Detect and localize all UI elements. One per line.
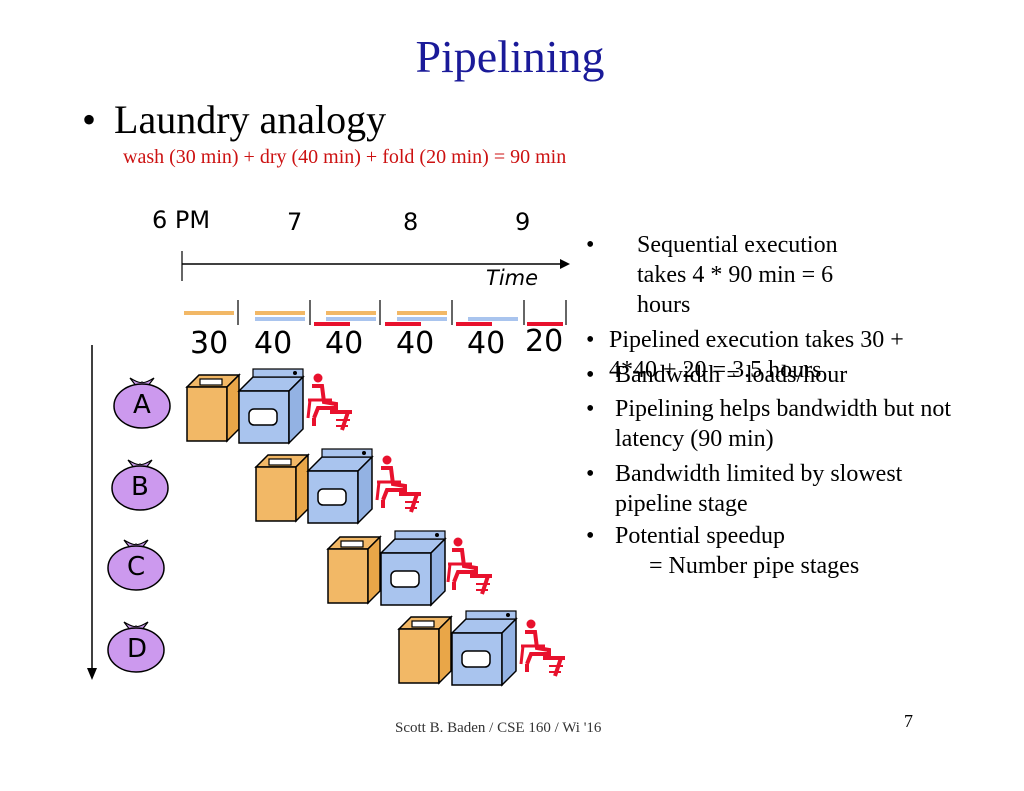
duration-label: 30 — [190, 326, 229, 361]
load-label-d: D — [127, 634, 148, 664]
duration-label: 40 — [254, 326, 293, 361]
time-axis-label: Time — [486, 266, 539, 290]
stage-ticks — [237, 300, 567, 325]
bullet-speedup-subtext: = Number pipe stages — [649, 553, 860, 579]
dryer-icon — [451, 610, 517, 686]
bullet-slowest-stage: • Bandwidth limited by slowest pipeline … — [586, 459, 971, 519]
hour-label-6pm: 6 PM — [152, 206, 211, 234]
duration-label: 40 — [467, 326, 506, 361]
washer-icon — [255, 454, 309, 522]
bullet-dot: • — [586, 327, 595, 353]
bullet-pipelined-text: Pipelined execution takes 30 + 4*40 + 20… — [609, 327, 904, 383]
load-label-a: A — [133, 390, 151, 420]
vertical-arrow-head — [87, 668, 97, 680]
bullet-latency-text: Pipelining helps bandwidth but not laten… — [615, 396, 951, 452]
bullet-dot: • — [586, 461, 595, 487]
bullet-bandwidth-text: Bandwidth = loads/hour — [615, 362, 848, 388]
duration-label: 40 — [325, 326, 364, 361]
washer-icon — [327, 536, 381, 604]
main-bullet: • Laundry analogy — [82, 96, 386, 143]
load-label-c: C — [127, 552, 146, 582]
dryer-icon — [380, 530, 446, 606]
slide-title: Pipelining — [415, 31, 605, 82]
bullet-latency: • Pipelining helps bandwidth but not lat… — [586, 394, 971, 454]
bullet-dot: • — [82, 97, 97, 142]
hour-label-8: 8 — [403, 208, 419, 236]
stage-bars — [184, 311, 563, 326]
duration-label: 40 — [396, 326, 435, 361]
bullet-speedup-text: Potential speedup — [615, 523, 785, 549]
dryer-icon — [307, 448, 373, 524]
time-axis-arrowhead — [560, 259, 570, 269]
bullet-speedup: • Potential speedup = Number pipe stages — [586, 521, 971, 581]
hour-label-9: 9 — [515, 208, 531, 236]
slide-footer: Scott B. Baden / CSE 160 / Wi '16 — [395, 720, 602, 736]
washer-icon — [186, 374, 240, 442]
load-label-b: B — [131, 472, 149, 502]
main-bullet-text: Laundry analogy — [114, 97, 387, 142]
bullet-bandwidth: • Bandwidth = loads/hour — [586, 360, 916, 390]
bullet-dot: • — [586, 232, 595, 258]
bullet-dot: • — [586, 396, 595, 422]
dryer-icon — [238, 368, 304, 444]
bullet-slowest-stage-text: Bandwidth limited by slowest pipeline st… — [615, 461, 903, 517]
bullet-sequential: • Sequential execution takes 4 * 90 min … — [586, 230, 886, 320]
bullet-dot: • — [586, 362, 595, 388]
folder-person-icon — [306, 371, 354, 432]
duration-label: 20 — [525, 324, 564, 359]
folder-person-icon — [519, 617, 567, 678]
bullet-dot: • — [586, 523, 595, 549]
folder-person-icon — [375, 453, 423, 514]
hour-label-7: 7 — [287, 208, 303, 236]
bullet-pipelined: • Pipelined execution takes 30 + 4*40 + … — [586, 325, 916, 385]
washer-icon — [398, 616, 452, 684]
formula-text: wash (30 min) + dry (40 min) + fold (20 … — [123, 146, 567, 168]
bullet-sequential-text: Sequential execution takes 4 * 90 min = … — [637, 232, 838, 318]
page-number: 7 — [904, 711, 913, 731]
folder-person-icon — [446, 535, 494, 596]
